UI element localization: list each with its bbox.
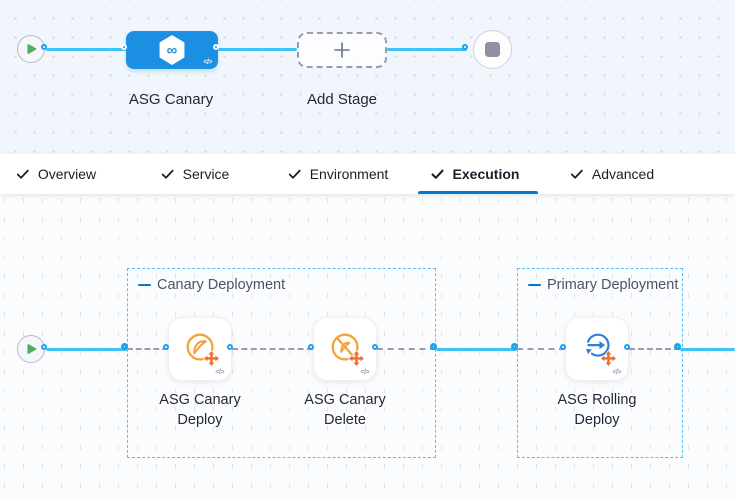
code-icon: </> [203,59,212,66]
pipeline-end-node [473,29,512,69]
start-node-connector [40,43,47,50]
asg-canary-delete-icon [327,329,365,372]
group-title: Primary Deployment [547,277,679,293]
tab-label: Service [182,166,230,182]
edge-dashed [377,348,436,350]
execution-graph-canvas[interactable]: Canary Deployment Primary Deployment [0,194,735,501]
edge-start-to-group1 [46,347,127,351]
add-stage-label: Add Stage [306,91,378,108]
tab-advanced[interactable]: Advanced [570,154,654,194]
collapse-dash-icon [528,283,541,287]
tab-label: Advanced [591,166,655,182]
asg-rolling-deploy-icon [579,329,617,372]
stage-asg-canary[interactable]: ∞ </> [126,31,218,69]
group2-out-node [673,342,681,350]
group-label: Canary Deployment [138,277,285,293]
check-icon [431,169,444,179]
step-connector [623,343,630,350]
plus-icon [334,42,350,58]
code-icon: </> [215,369,224,376]
stage-graph-canvas[interactable]: ∞ </> ASG Canary Add Stage [0,0,735,154]
step-name-label: ASG Canary Deploy [159,392,241,428]
play-icon [27,344,37,354]
edge-dashed [629,348,680,350]
tab-label: Environment [309,166,389,182]
edge-dashed [232,348,313,350]
edge-stage-to-addstage [218,47,297,51]
tab-environment[interactable]: Environment [288,154,389,194]
cd-stage-hexagon-icon: ∞ [159,35,185,65]
group1-out-node [429,342,437,350]
step-name-label: ASG Rolling Deploy [557,392,637,428]
play-icon [27,44,37,54]
step-connector [226,343,233,350]
edge-group2-to-end [680,347,735,351]
stage-name-label: ASG Canary [128,91,214,108]
code-icon: </> [360,369,369,376]
step-asg-rolling-deploy[interactable]: </> [565,317,629,381]
tab-service[interactable]: Service [161,154,230,194]
tab-label: Execution [452,166,520,182]
step-asg-canary-deploy[interactable]: </> [168,317,232,381]
step-asg-canary-delete[interactable]: </> [313,317,377,381]
check-icon [16,169,29,179]
edge-addstage-to-end [387,47,467,51]
edge-group1-to-group2 [436,347,517,351]
group2-in-node [510,342,518,350]
step-connector [307,343,314,350]
add-stage-button[interactable] [297,32,387,68]
check-icon [570,169,583,179]
collapse-dash-icon [138,283,151,287]
end-node-connector [461,43,468,50]
step-name-label: ASG Canary Delete [304,392,386,428]
stage-right-connector [212,43,219,50]
edge-dashed [127,348,168,350]
code-icon: </> [612,369,621,376]
step-connector [559,343,566,350]
stop-icon [485,41,500,57]
group-label: Primary Deployment [528,277,678,293]
step-connector [371,343,378,350]
group-title: Canary Deployment [157,277,286,293]
tab-overview[interactable]: Overview [16,154,96,194]
asg-canary-deploy-icon [182,329,220,372]
edge-dashed [517,348,565,350]
check-icon [288,169,301,179]
tab-label: Overview [37,166,97,182]
harness-infinity-glyph: ∞ [166,41,178,59]
start-node-connector [40,343,47,350]
step-group-canary-deployment[interactable]: Canary Deployment [127,268,436,458]
stage-left-connector [120,43,127,50]
group1-in-node [120,342,128,350]
active-tab-underline [418,191,538,194]
step-group-primary-deployment[interactable]: Primary Deployment [517,268,683,458]
check-icon [161,169,174,179]
pipeline-start-node [17,35,45,63]
stage-config-tabbar: Overview Service Environment Execution A… [0,154,735,194]
step-connector [162,343,169,350]
edge-start-to-stage [46,47,126,51]
tab-execution[interactable]: Execution [431,154,520,194]
